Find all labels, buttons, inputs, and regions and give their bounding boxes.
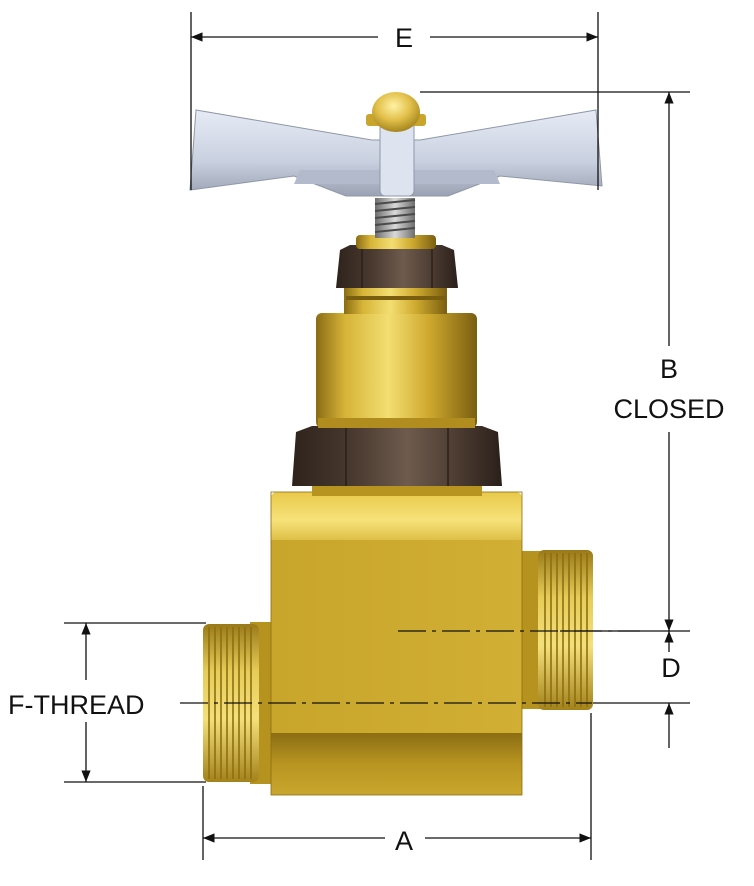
t-handle <box>189 109 603 197</box>
label-b: B <box>660 354 678 384</box>
packing-nut <box>336 245 458 288</box>
valve-illustration <box>189 92 603 796</box>
valve-body <box>270 491 523 796</box>
bonnet-hex-nut <box>292 426 502 496</box>
stem-spring <box>374 198 416 238</box>
label-e: E <box>395 23 413 53</box>
label-b-closed: CLOSED <box>613 394 724 424</box>
dimension-labels: E B CLOSED D F-THREAD A <box>8 23 725 856</box>
label-a: A <box>395 826 413 856</box>
bonnet <box>316 313 477 428</box>
center-lines <box>180 630 640 704</box>
packing-sleeve <box>344 286 447 314</box>
gland-top <box>356 235 436 249</box>
cap-screw <box>366 92 426 132</box>
label-d: D <box>661 653 681 683</box>
right-outlet-thread <box>520 550 593 710</box>
label-f-thread: F-THREAD <box>8 690 145 720</box>
